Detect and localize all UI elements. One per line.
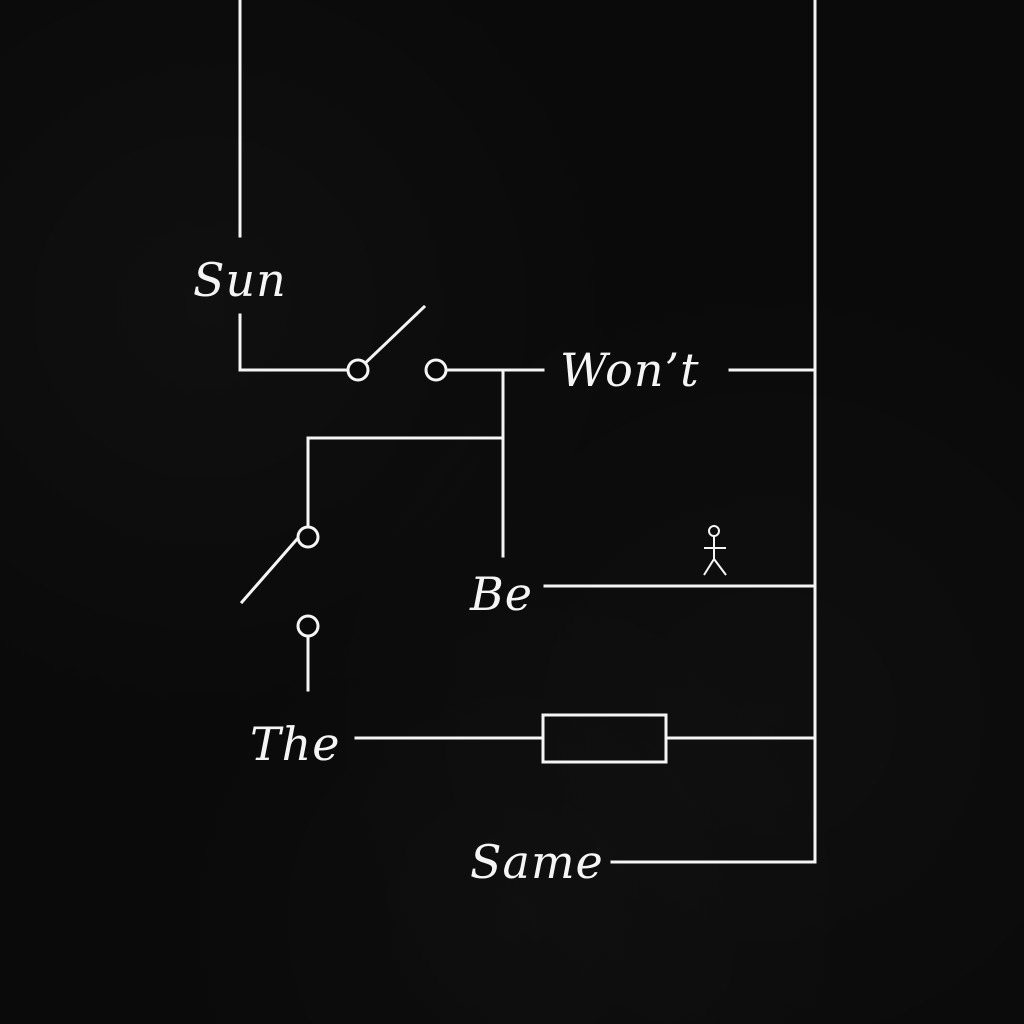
labels: Sun Won’t Be The Same [193,253,700,889]
word-wont: Won’t [560,343,700,397]
switch-icon [346,304,448,382]
wires [238,0,817,864]
word-sun: Sun [193,253,287,307]
resistor-icon [541,713,668,764]
stick-figure-icon [703,525,727,576]
wire-left-lower [238,313,350,372]
word-be: Be [469,567,533,621]
word-same: Same [470,835,604,889]
switch-icon [239,525,320,638]
wire-branch-left [306,436,505,528]
word-the: The [250,717,341,771]
